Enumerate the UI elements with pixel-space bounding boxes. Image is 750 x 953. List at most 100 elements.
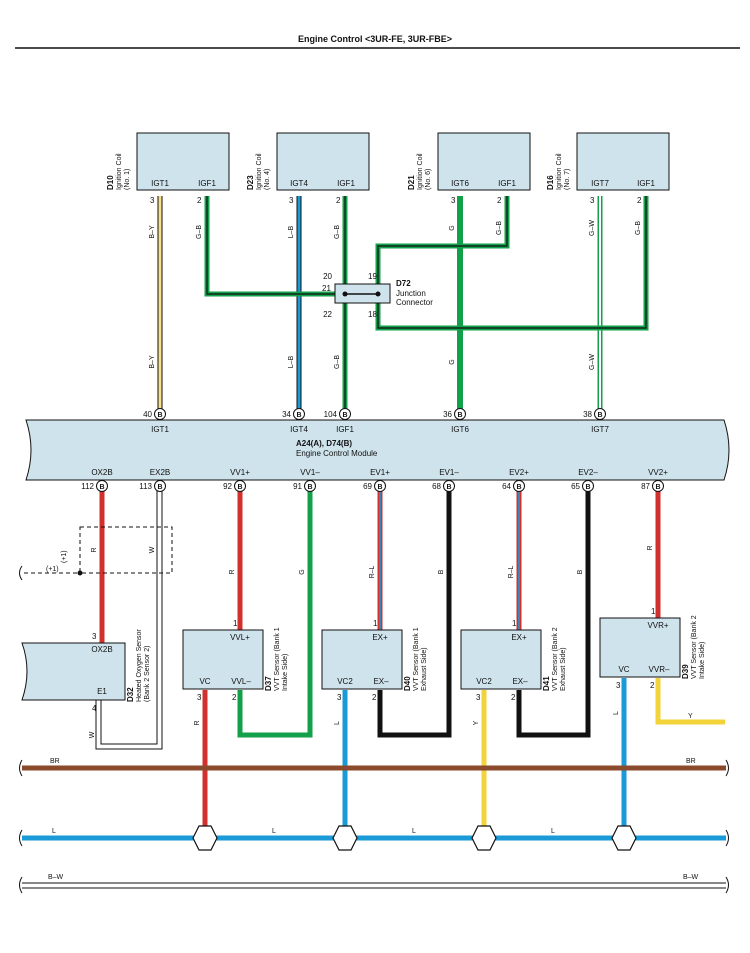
svg-text:B–Y: B–Y xyxy=(149,355,156,369)
coil-d23-name: Ignition Coil xyxy=(256,153,263,190)
svg-text:B–W: B–W xyxy=(48,874,64,881)
svg-text:VC: VC xyxy=(199,677,210,686)
svg-text:B: B xyxy=(457,412,462,419)
svg-text:E1: E1 xyxy=(97,687,107,696)
svg-text:G–B: G–B xyxy=(496,221,503,235)
svg-text:VVR–: VVR– xyxy=(649,665,670,674)
svg-text:EX+: EX+ xyxy=(511,633,527,642)
vvt-sensor-d41: EX+ VC2 EX– 1 3 2 D41 VVT Sensor (Bank 2… xyxy=(460,619,567,702)
svg-text:3: 3 xyxy=(92,632,97,641)
bus-l: L L L L xyxy=(19,828,729,847)
coil-d10-pin2: IGF1 xyxy=(198,179,216,188)
svg-text:R–L: R–L xyxy=(508,565,515,578)
coil-d21-pin2: IGF1 xyxy=(498,179,516,188)
ecm-top-pins: B 40 IGT1 B 34 IGT4 B 104 IGF1 B 36 IGT6… xyxy=(143,408,609,434)
splice-points xyxy=(192,825,637,851)
svg-text:1: 1 xyxy=(651,607,656,616)
svg-text:B: B xyxy=(342,412,347,419)
svg-text:1: 1 xyxy=(512,619,517,628)
coil-d23-sub: (No. 4) xyxy=(264,169,271,190)
ecm-pin-36: B 36 IGT6 xyxy=(443,408,469,434)
svg-text:G: G xyxy=(449,359,456,364)
svg-text:Exhaust Side): Exhaust Side) xyxy=(560,647,567,691)
ecm-title2: Engine Control Module xyxy=(296,449,378,458)
svg-text:L–B: L–B xyxy=(288,355,295,368)
coil-d16-sub: (No. 7) xyxy=(564,169,571,190)
svg-text:R–L: R–L xyxy=(369,565,376,578)
svg-text:3: 3 xyxy=(197,693,202,702)
svg-text:W: W xyxy=(89,731,96,738)
svg-text:B: B xyxy=(157,484,162,491)
svg-text:B: B xyxy=(655,484,660,491)
svg-text:IGT7: IGT7 xyxy=(591,425,609,434)
svg-text:G–B: G–B xyxy=(334,225,341,239)
svg-text:L: L xyxy=(412,828,416,835)
ecm-pin-68: EV1– B 68 xyxy=(432,468,459,492)
svg-text:92: 92 xyxy=(223,482,232,491)
svg-text:G: G xyxy=(299,569,306,574)
svg-text:D40: D40 xyxy=(403,676,412,691)
svg-text:Intake Side): Intake Side) xyxy=(699,642,706,679)
ecm-pin-65: EV2– B 65 xyxy=(571,468,598,492)
svg-text:EX2B: EX2B xyxy=(150,468,170,477)
ecm-pin-112: OX2B B 112 xyxy=(81,468,113,492)
svg-text:Y: Y xyxy=(688,713,693,720)
svg-text:EX–: EX– xyxy=(373,677,389,686)
svg-text:Y: Y xyxy=(473,720,480,725)
coil-d23-n2: 2 xyxy=(336,196,341,205)
svg-text:34: 34 xyxy=(282,410,291,419)
svg-text:B: B xyxy=(377,484,382,491)
shield-label-a: (+1) xyxy=(61,550,68,563)
coil-d23-code: D23 xyxy=(246,175,255,190)
svg-text:VVL–: VVL– xyxy=(231,677,251,686)
svg-text:G–W: G–W xyxy=(589,354,596,370)
svg-text:B: B xyxy=(585,484,590,491)
svg-text:104: 104 xyxy=(324,410,338,419)
coil-d21-n2: 2 xyxy=(497,196,502,205)
ecm-pin-64: EV2+ B 64 xyxy=(502,468,529,492)
bus-br: BR BR xyxy=(19,758,729,777)
svg-text:1: 1 xyxy=(373,619,378,628)
wire-vv1minus xyxy=(237,486,313,738)
svg-text:EV1+: EV1+ xyxy=(370,468,390,477)
svg-text:R: R xyxy=(647,545,654,550)
svg-text:VC2: VC2 xyxy=(337,677,353,686)
coil-d10-sub: (No. 1) xyxy=(124,169,131,190)
coil-d21-sub: (No. 6) xyxy=(425,169,432,190)
svg-text:VVT Sensor (Bank 2: VVT Sensor (Bank 2 xyxy=(552,627,559,691)
svg-text:65: 65 xyxy=(571,482,580,491)
coil-d21-n1: 3 xyxy=(451,196,456,205)
shield-dot xyxy=(77,570,83,576)
jc-pin-22: 22 xyxy=(323,310,332,319)
svg-text:VVL+: VVL+ xyxy=(230,633,250,642)
svg-text:EV2+: EV2+ xyxy=(509,468,529,477)
coil-d16-n2: 2 xyxy=(637,196,642,205)
jc-name2: Connector xyxy=(396,298,433,307)
upper-wire-labels: B–Y G–B L–B G–B G G–B G–W G–B B–Y L–B G–… xyxy=(149,220,642,370)
svg-text:IGF1: IGF1 xyxy=(336,425,354,434)
coil-d16-pin1: IGT7 xyxy=(591,179,609,188)
svg-text:VV1+: VV1+ xyxy=(230,468,250,477)
svg-text:113: 113 xyxy=(139,482,152,491)
svg-text:B: B xyxy=(438,569,445,574)
svg-text:3: 3 xyxy=(616,681,621,690)
svg-text:EV1–: EV1– xyxy=(439,468,459,477)
svg-text:B: B xyxy=(516,484,521,491)
svg-text:G–W: G–W xyxy=(589,220,596,236)
jc-pin-19: 19 xyxy=(368,272,377,281)
svg-text:2: 2 xyxy=(511,693,516,702)
coil-d16-code: D16 xyxy=(546,175,555,190)
svg-text:36: 36 xyxy=(443,410,452,419)
svg-text:D32: D32 xyxy=(126,687,135,702)
svg-text:B: B xyxy=(446,484,451,491)
svg-text:3: 3 xyxy=(337,693,342,702)
coil-d21-name: Ignition Coil xyxy=(417,153,424,190)
shield-break xyxy=(19,565,23,581)
svg-text:B–Y: B–Y xyxy=(149,225,156,239)
vvt-sensor-d39: VVR+ VC VVR– 1 3 2 D39 VVT Sensor (Bank … xyxy=(599,607,706,690)
jc-code: D72 xyxy=(396,279,411,288)
coil-d23-pin2: IGF1 xyxy=(337,179,355,188)
svg-text:VVT Sensor (Bank 2: VVT Sensor (Bank 2 xyxy=(691,615,698,679)
bus-br-label-left: BR xyxy=(50,758,60,765)
